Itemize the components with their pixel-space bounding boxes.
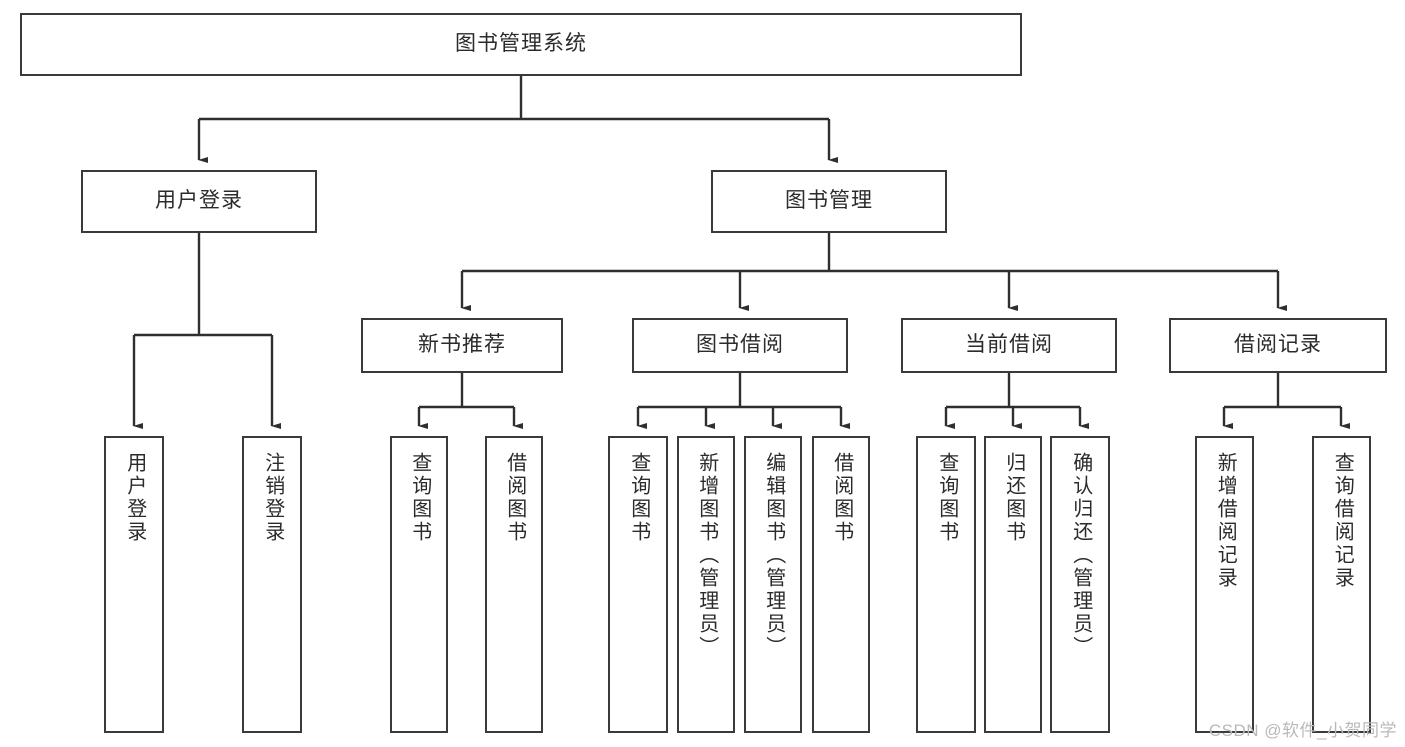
leaf-return-book-label: 归还图书 <box>1002 452 1025 544</box>
watermark: CSDN @软件_小贺同学 <box>1208 721 1397 740</box>
leaf-add-borrow-record-label: 新增借阅记录 <box>1214 452 1237 590</box>
node-book-borrow[interactable]: 图书借阅 <box>632 318 848 373</box>
leaf-return-book[interactable]: 归还图书 <box>984 436 1042 733</box>
leaf-borrow-book-recommend-label: 借阅图书 <box>503 452 526 544</box>
leaf-borrow-book[interactable]: 借阅图书 <box>812 436 870 733</box>
leaf-add-book-admin-label: 新增图书（管理员） <box>695 452 718 659</box>
node-current-borrow[interactable]: 当前借阅 <box>901 318 1117 373</box>
leaf-query-borrow-record-label: 查询借阅记录 <box>1331 452 1354 590</box>
node-borrow-record[interactable]: 借阅记录 <box>1169 318 1387 373</box>
leaf-logout[interactable]: 注销登录 <box>242 436 302 733</box>
leaf-logout-label: 注销登录 <box>261 452 284 544</box>
leaf-query-book-borrow-label: 查询图书 <box>627 452 650 544</box>
leaf-user-login-label: 用户登录 <box>123 452 146 544</box>
leaf-confirm-return-admin-label: 确认归还（管理员） <box>1069 452 1092 659</box>
leaf-query-borrow-record[interactable]: 查询借阅记录 <box>1312 436 1371 733</box>
node-book-management-label: 图书管理 <box>785 189 873 213</box>
node-user-login-label: 用户登录 <box>155 189 243 213</box>
leaf-edit-book-admin[interactable]: 编辑图书（管理员） <box>744 436 802 733</box>
node-book-borrow-label: 图书借阅 <box>696 333 784 357</box>
node-user-login[interactable]: 用户登录 <box>81 170 317 233</box>
leaf-confirm-return-admin[interactable]: 确认归还（管理员） <box>1050 436 1110 733</box>
node-borrow-record-label: 借阅记录 <box>1234 333 1322 357</box>
leaf-add-book-admin[interactable]: 新增图书（管理员） <box>677 436 735 733</box>
leaf-query-book-current[interactable]: 查询图书 <box>916 436 976 733</box>
leaf-edit-book-admin-label: 编辑图书（管理员） <box>762 452 785 659</box>
node-current-borrow-label: 当前借阅 <box>965 333 1053 357</box>
leaf-borrow-book-label: 借阅图书 <box>830 452 853 544</box>
leaf-query-book-recommend[interactable]: 查询图书 <box>390 436 448 733</box>
node-book-management[interactable]: 图书管理 <box>711 170 947 233</box>
node-root-label: 图书管理系统 <box>455 32 587 56</box>
node-new-book-recommend[interactable]: 新书推荐 <box>361 318 563 373</box>
leaf-query-book-current-label: 查询图书 <box>935 452 958 544</box>
node-new-book-recommend-label: 新书推荐 <box>418 333 506 357</box>
leaf-query-book-borrow[interactable]: 查询图书 <box>608 436 668 733</box>
leaf-borrow-book-recommend[interactable]: 借阅图书 <box>485 436 543 733</box>
leaf-user-login[interactable]: 用户登录 <box>104 436 164 733</box>
node-root[interactable]: 图书管理系统 <box>20 13 1022 76</box>
leaf-add-borrow-record[interactable]: 新增借阅记录 <box>1195 436 1254 733</box>
leaf-query-book-recommend-label: 查询图书 <box>408 452 431 544</box>
